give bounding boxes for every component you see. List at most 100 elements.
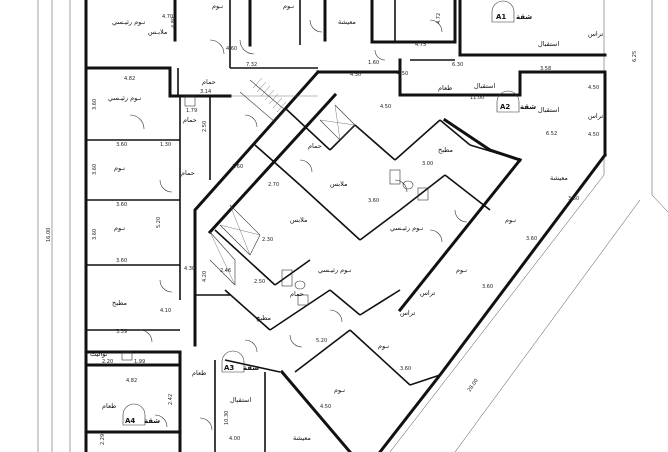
room-label: استقبال <box>230 396 251 404</box>
unit-tag-a4: A4 شقة <box>122 403 160 426</box>
dimension-text: 2.50 <box>254 279 265 285</box>
dimension-text: 3.58 <box>540 66 551 72</box>
room-label: نـوم <box>114 224 125 232</box>
room-label: تراس <box>588 30 603 38</box>
dimension-text: 4.50 <box>380 104 391 110</box>
room-label: ملابس <box>290 216 307 224</box>
dimension-text: 3.00 <box>422 161 433 167</box>
sanitary-fixtures <box>121 95 429 361</box>
unit-tag-a1: A1 شقة <box>491 0 532 23</box>
dimension-text: 6.52 <box>546 131 557 137</box>
room-label: نـوم <box>334 386 345 394</box>
dimension-text: 2.29 <box>100 434 106 445</box>
room-label: نـوم <box>378 342 389 350</box>
interior-walls <box>86 0 521 452</box>
dimension-text: 4.70 <box>162 14 173 20</box>
dimension-text: 11.00 <box>470 95 484 101</box>
dimension-text: 4.60 <box>226 46 237 52</box>
dimension-text: 3.60 <box>92 99 98 110</box>
room-label: نـوم رئيـسي <box>112 18 145 26</box>
dimension-text: 6.30 <box>452 62 463 68</box>
dimension-text: 4.00 <box>229 436 240 442</box>
shafts <box>209 104 356 286</box>
room-label: حمام <box>181 169 195 177</box>
dimension-text: 4.50 <box>588 85 599 91</box>
room-label: ملابس <box>330 180 347 188</box>
room-label: طعام <box>192 369 206 377</box>
unit-tag-a3: A3 شقة <box>221 350 259 373</box>
dimension-text: 3.60 <box>568 196 579 202</box>
room-label: نـوم رئيـسي <box>318 266 351 274</box>
dimension-text: 1.60 <box>232 164 243 170</box>
room-labels: نـوم رئيـسي نـوم نـوم ملابـس معيشة استقب… <box>90 2 603 442</box>
room-label: مطبخ <box>438 146 453 154</box>
dimension-text: 4.75 <box>415 42 426 48</box>
room-label: استقبال <box>538 40 559 48</box>
dimension-text: 4.30 <box>184 266 195 272</box>
room-label: استقبال <box>474 82 495 90</box>
dimension-text: 4.50 <box>320 404 331 410</box>
dimension-text: 1.79 <box>186 108 197 114</box>
unit-a3-label: شقة <box>243 364 259 372</box>
dimension-text: 6.25 <box>632 51 638 62</box>
dimension-text: 2.46 <box>220 268 231 274</box>
unit-a4-label: شقة <box>144 417 160 425</box>
dimension-text: 3.60 <box>116 258 127 264</box>
unit-tag-a2: A2 شقة <box>496 90 536 113</box>
dimension-text: 3.60 <box>116 142 127 148</box>
dimension-text: 4.82 <box>126 378 137 384</box>
dimension-text: 3.60 <box>92 164 98 175</box>
dimension-text: 4.82 <box>124 76 135 82</box>
room-label: تواليت <box>90 350 107 358</box>
dimension-text: 28.00 <box>467 378 480 393</box>
dimension-text: 5.20 <box>156 217 162 228</box>
room-label: مطبخ <box>112 299 127 307</box>
room-label: حمام <box>183 116 197 124</box>
unit-tags: A1 شقة A2 شقة A3 شقة A4 شقة <box>122 0 536 426</box>
unit-a1-label: شقة <box>516 13 532 21</box>
dimension-text: 1.60 <box>368 60 379 66</box>
room-label: نـوم <box>283 2 294 10</box>
dimension-text: 4.50 <box>397 71 408 77</box>
dimension-text: 4.50 <box>588 132 599 138</box>
dimension-text: 16.00 <box>46 228 52 242</box>
dimension-text: 3.60 <box>92 229 98 240</box>
unit-a4-id: A4 <box>125 417 135 425</box>
door-swings <box>129 19 468 431</box>
room-label: حمام <box>290 290 304 298</box>
unit-a2-label: شقة <box>520 103 536 111</box>
site-boundary <box>37 0 668 452</box>
room-label: نـوم <box>212 2 223 10</box>
room-label: نـوم رئيـسي <box>108 94 141 102</box>
dimension-text: 2.70 <box>268 182 279 188</box>
room-label: استقبال <box>538 106 559 114</box>
dimension-text: 3.60 <box>116 202 127 208</box>
dimension-text: 3.39 <box>116 329 127 335</box>
dimension-text: 2.20 <box>102 359 113 365</box>
room-label: طعام <box>102 402 116 410</box>
dimension-text: 3.14 <box>200 89 211 95</box>
dimension-text: 4.72 <box>436 13 442 24</box>
dimension-text: 1.99 <box>134 359 145 365</box>
dimension-text: 2.50 <box>202 121 208 132</box>
room-label: مطبخ <box>256 314 271 322</box>
room-label: نـوم <box>114 164 125 172</box>
room-label: ملابـس <box>148 28 167 36</box>
dimension-text: 7.32 <box>246 62 257 68</box>
dimension-text: 4.10 <box>160 308 171 314</box>
dimension-text: 10.30 <box>224 411 230 425</box>
dimension-text: 3.60 <box>482 284 493 290</box>
room-label: تراس <box>400 309 415 317</box>
room-label: حمام <box>202 78 216 86</box>
unit-a3-id: A3 <box>224 364 234 372</box>
dimension-text: 3.60 <box>526 236 537 242</box>
unit-a1-id: A1 <box>496 13 506 21</box>
dimension-text: 2.30 <box>262 237 273 243</box>
dimension-text: 1.30 <box>160 142 171 148</box>
unit-a2-id: A2 <box>500 103 510 111</box>
room-label: تراس <box>420 289 435 297</box>
dimension-text: 3.60 <box>368 198 379 204</box>
room-label: نـوم رئيـسي <box>390 224 423 232</box>
room-label: طعام <box>438 84 452 92</box>
